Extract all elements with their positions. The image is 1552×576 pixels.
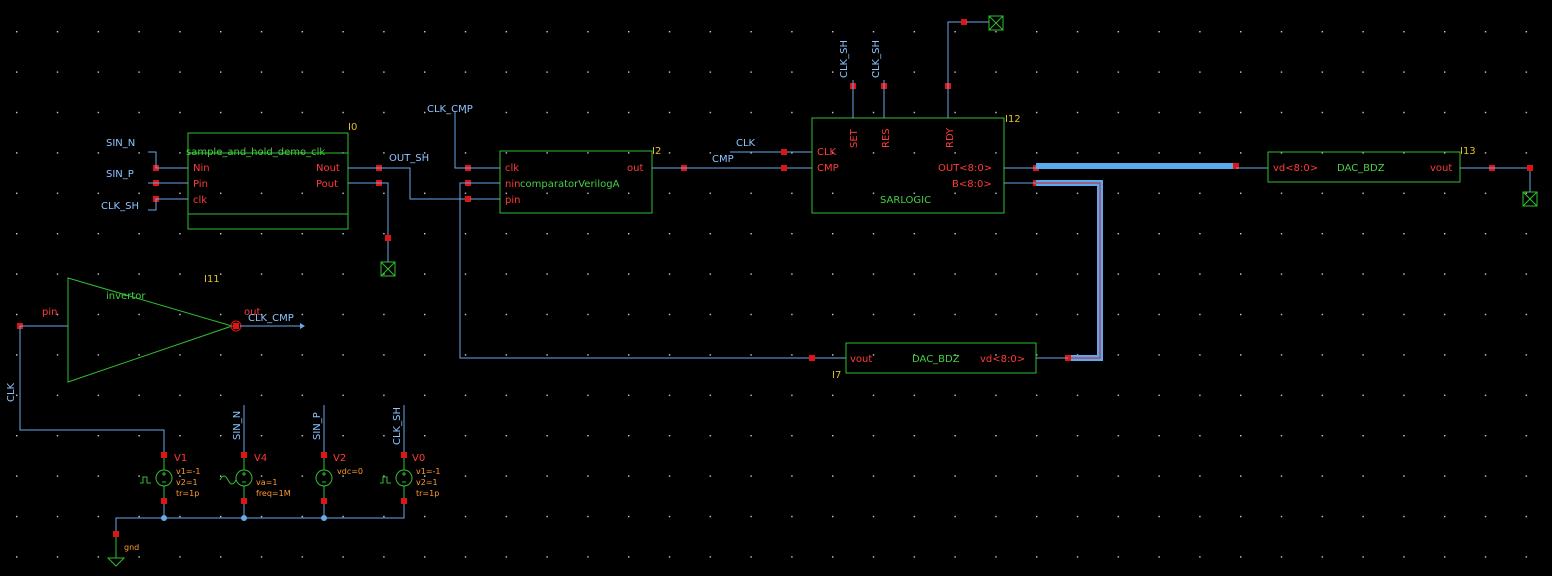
cmp-instance-name: I2 [652,146,661,157]
net-clk-sh-label-v0: CLK_SH [392,407,403,445]
gnd-label: gnd [124,543,139,552]
sample-and-hold-instance[interactable]: sample_and_hold_demo_clk I0 Nin Pin clk … [153,122,382,230]
net-clk-sh-label: CLK_SH [101,201,139,212]
sar-pin-res: RES [881,128,892,148]
sar-pin-rdy: RDY [945,127,956,148]
sh-pin-clk: clk [193,195,207,206]
v1-name: V1 [174,453,187,464]
net-clk-label-v1: CLK [6,382,17,402]
sar-pin-cmp: CMP [817,163,839,174]
cmp-pin-clk: clk [505,163,519,174]
net-clk-label: CLK [736,138,756,149]
sh-instance-name: I0 [348,122,357,133]
source-v1[interactable]: V1 v1=-1 v2=1 tr=1p [140,452,201,504]
inv-pin-in: pin [42,307,57,318]
sar-pin-clk: CLK [817,147,837,158]
v0-param-0: v1=-1 [416,467,441,476]
sh-pin-pin: Pin [193,179,208,190]
dac13-instance-name: I13 [1460,146,1476,157]
comparator-instance[interactable]: comparatorVerilogA I2 clk nin pin out [465,146,687,214]
net-sin-n-label-v4: SIN_N [232,411,243,440]
cmp-pin-nin: nin [505,179,520,190]
sh-pin-nout: Nout [316,163,340,174]
dac7-cell-name: DAC_BDZ [912,354,960,365]
inv-instance-name: I11 [204,274,220,285]
dac13-cell-name: DAC_BDZ [1337,163,1385,174]
v0-name: V0 [412,453,425,464]
sh-pin-pout: Pout [316,179,338,190]
inv-pin-out: out [244,307,260,318]
net-out-sh-label: OUT_SH [389,153,429,164]
v4-name: V4 [254,453,267,464]
dac13-pin-vd: vd<8:0> [1273,163,1318,174]
dac13-pin-vout: vout [1430,163,1452,174]
net-sin-n-label: SIN_N [106,138,135,149]
sh-cell-name: sample_and_hold_demo_clk [186,147,325,158]
v0-param-1: v2=1 [416,478,438,487]
sar-cell-name: SARLOGIC [880,195,931,206]
source-v4[interactable]: V4 va=1 freq=1M [219,452,291,504]
v4-param-0: va=1 [256,478,277,487]
sh-pin-nin: Nin [193,163,210,174]
v1-param-2: tr=1p [176,489,199,498]
source-v0[interactable]: V0 v1=-1 v2=1 tr=1p [380,452,441,504]
v0-param-2: tr=1p [416,489,439,498]
sar-instance-name: I12 [1005,114,1021,125]
sar-pin-b: B<8:0> [952,179,992,190]
sar-pin-set: SET [849,128,860,148]
inv-cell-name: invertor [106,291,146,302]
dac7-pin-vout: vout [850,354,872,365]
sar-pin-out: OUT<8:0> [938,163,992,174]
v2-param-0: vdc=0 [337,467,363,476]
ground-symbol[interactable]: gnd [106,531,139,567]
net-clk-cmp-label-inv: CLK_CMP [248,313,294,324]
net-clk-sh-label-res: CLK_SH [871,40,882,78]
noconn-rdy [988,15,1004,31]
dac7-instance-name: I7 [832,370,841,381]
noconn-dac13 [1522,191,1538,207]
net-clk-cmp-label-top: CLK_CMP [427,104,473,115]
net-clk-sh-label-set: CLK_SH [839,40,850,78]
source-v2[interactable]: V2 vdc=0 [315,452,363,504]
cmp-pin-pin: pin [505,195,520,206]
dac7-pin-vd: vd<8:0> [980,354,1025,365]
cmp-pin-out: out [627,163,643,174]
v1-param-0: v1=-1 [176,467,201,476]
v4-param-1: freq=1M [256,489,291,498]
v1-param-1: v2=1 [176,478,198,487]
net-sin-p-label-v2: SIN_P [312,412,323,440]
v2-name: V2 [333,453,346,464]
net-sin-p-label: SIN_P [106,169,134,180]
net-cmp-label: CMP [712,154,734,165]
cmp-cell-name: comparatorVerilogA [520,179,620,190]
